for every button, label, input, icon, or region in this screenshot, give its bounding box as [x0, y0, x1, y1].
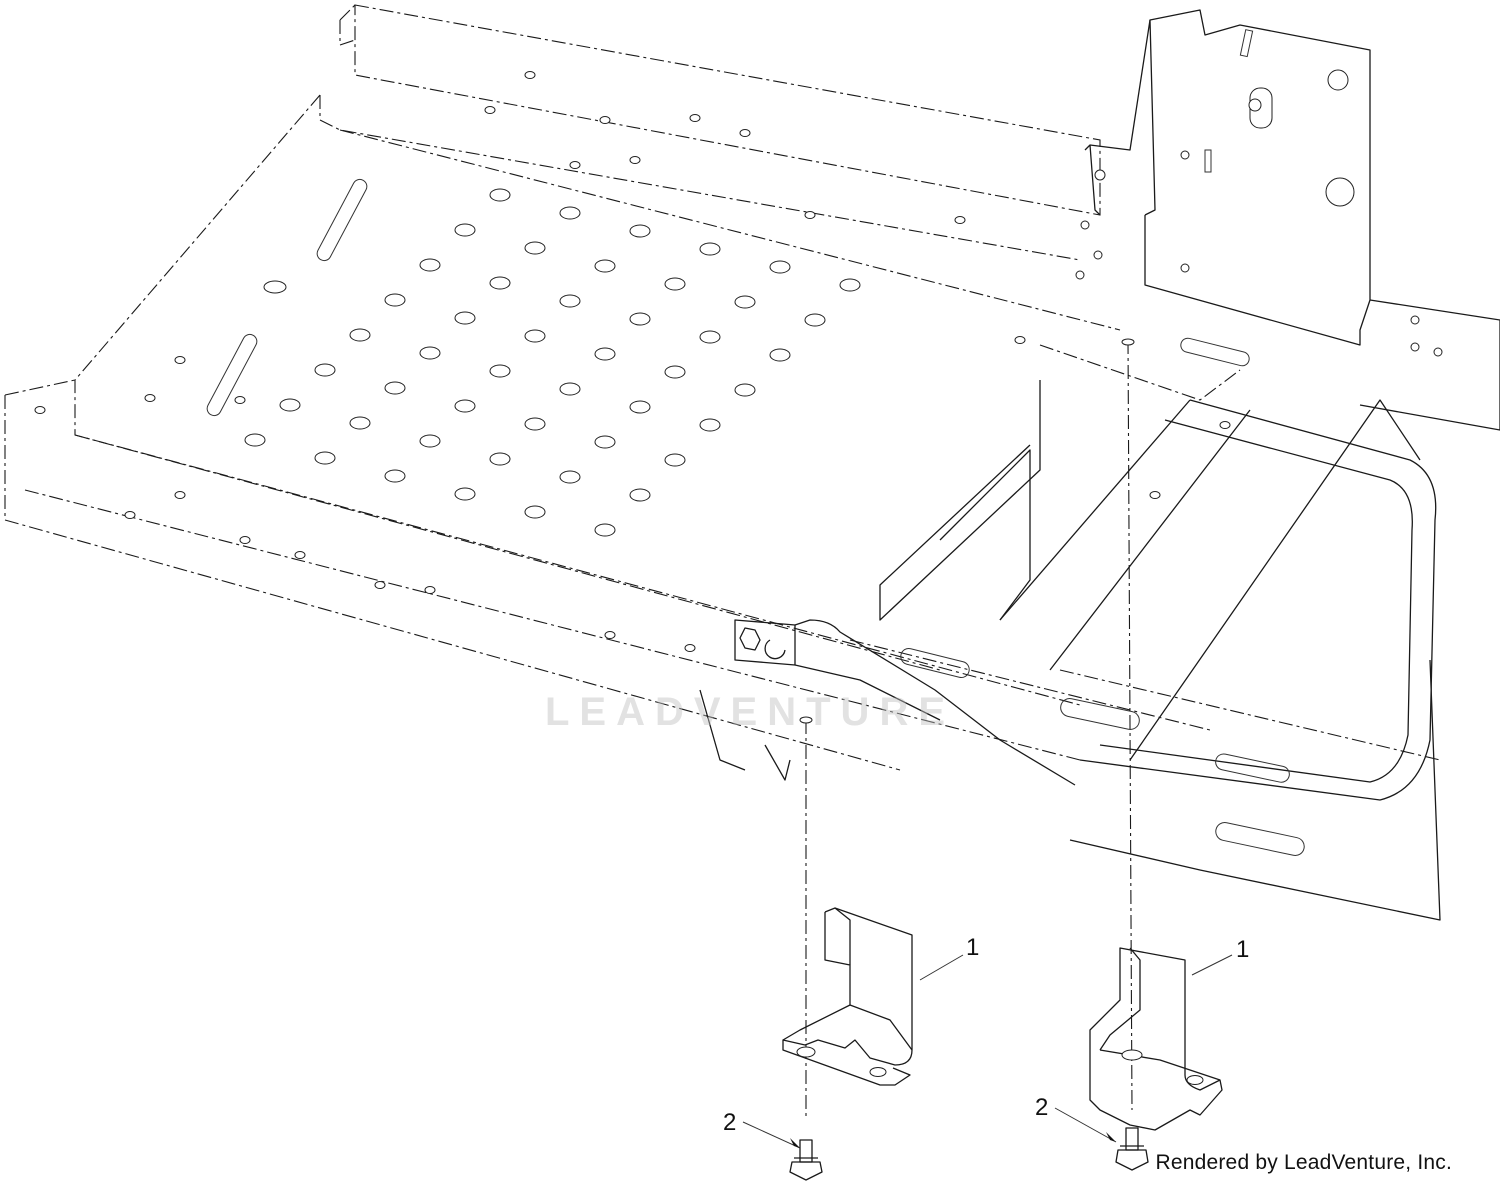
frame-hole [34, 406, 46, 414]
perforation-hole [314, 363, 336, 377]
frame-hole [524, 71, 536, 79]
frame-hole [374, 581, 386, 589]
watermark-text: LEADVENTURE [544, 690, 956, 734]
perforation-hole [244, 433, 266, 447]
perforation-hole [594, 259, 616, 273]
frame-hole [604, 631, 616, 639]
bolt-right [1115, 1127, 1149, 1171]
perforation-hole [629, 224, 651, 238]
frame-hole [294, 551, 306, 559]
perforation-hole [699, 242, 721, 256]
perforation-hole [629, 488, 651, 502]
frame-hole [234, 396, 246, 404]
perforation-hole [559, 470, 581, 484]
perforation-hole [454, 223, 476, 237]
perforation-hole [524, 417, 546, 431]
perforation-hole [559, 206, 581, 220]
bracket-right [1089, 947, 1223, 1131]
perforation-hole [734, 295, 756, 309]
perforation-hole [594, 435, 616, 449]
perforation-hole [384, 381, 406, 395]
perforation-hole [384, 469, 406, 483]
perforation-hole [419, 346, 441, 360]
bolt-left [789, 1139, 823, 1181]
perforation-hole [594, 523, 616, 537]
frame-hole [684, 644, 696, 652]
perforation-hole [559, 294, 581, 308]
frame-hole [569, 161, 581, 169]
center-latch-bracket [699, 619, 1076, 786]
frame-hole [124, 511, 136, 519]
perforation-hole [629, 312, 651, 326]
perforation-hole [349, 416, 371, 430]
perforation-hole [769, 348, 791, 362]
perforation-hole [839, 278, 861, 292]
perforation-hole [454, 311, 476, 325]
frame-hole [1014, 336, 1026, 344]
perforation-hole [314, 451, 336, 465]
perforation-hole [664, 365, 686, 379]
callout-1-left: 1 [966, 934, 979, 961]
callout-2-right: 2 [1035, 1094, 1048, 1121]
frame-hole [239, 536, 251, 544]
perforation-hole [489, 276, 511, 290]
perforation-hole [664, 277, 686, 291]
render-credit: Rendered by LeadVenture, Inc. [1155, 1151, 1452, 1174]
perforation-hole [699, 418, 721, 432]
frame-hole [174, 356, 186, 364]
perforation-hole [594, 347, 616, 361]
perforation-hole [804, 313, 826, 327]
frame-hole [144, 394, 156, 402]
perforation-hole [559, 382, 581, 396]
perforation-hole [489, 364, 511, 378]
lower-frame [849, 337, 1441, 921]
callout-labels: 1 1 2 2 [723, 934, 1249, 1136]
perforation-hole [699, 330, 721, 344]
perforation-hole [734, 383, 756, 397]
frame-hole [424, 586, 436, 594]
frame-hole [629, 156, 641, 164]
leader-lines [742, 954, 1233, 1149]
right-tower-bracket [1075, 9, 1500, 431]
perforation-hole [524, 329, 546, 343]
perforation-hole [454, 487, 476, 501]
frame-hole [739, 129, 751, 137]
perforation-hole [279, 398, 301, 412]
bracket-left [782, 907, 913, 1086]
perforation-hole [419, 258, 441, 272]
frame-hole [804, 211, 816, 219]
perforation-hole [524, 505, 546, 519]
floor-platform [4, 94, 1121, 771]
perforation-hole [769, 260, 791, 274]
perforation-hole [349, 328, 371, 342]
perforation-hole [629, 400, 651, 414]
frame-hole [174, 491, 186, 499]
perforation-hole [454, 399, 476, 413]
platform-perforations [34, 71, 1231, 652]
frame-hole [689, 114, 701, 122]
frame-hole [1219, 421, 1231, 429]
frame-hole [1149, 491, 1161, 499]
perforation-hole [664, 453, 686, 467]
callout-1-right: 1 [1236, 936, 1249, 963]
perforation-hole [489, 188, 511, 202]
frame-hole [954, 216, 966, 224]
perforation-hole [524, 241, 546, 255]
perforation-hole [489, 452, 511, 466]
frame-hole [484, 106, 496, 114]
callout-2-left: 2 [723, 1109, 736, 1136]
frame-rear-wall [319, 4, 1101, 261]
perforation-hole [384, 293, 406, 307]
perforation-hole [419, 434, 441, 448]
frame-hole [599, 116, 611, 124]
